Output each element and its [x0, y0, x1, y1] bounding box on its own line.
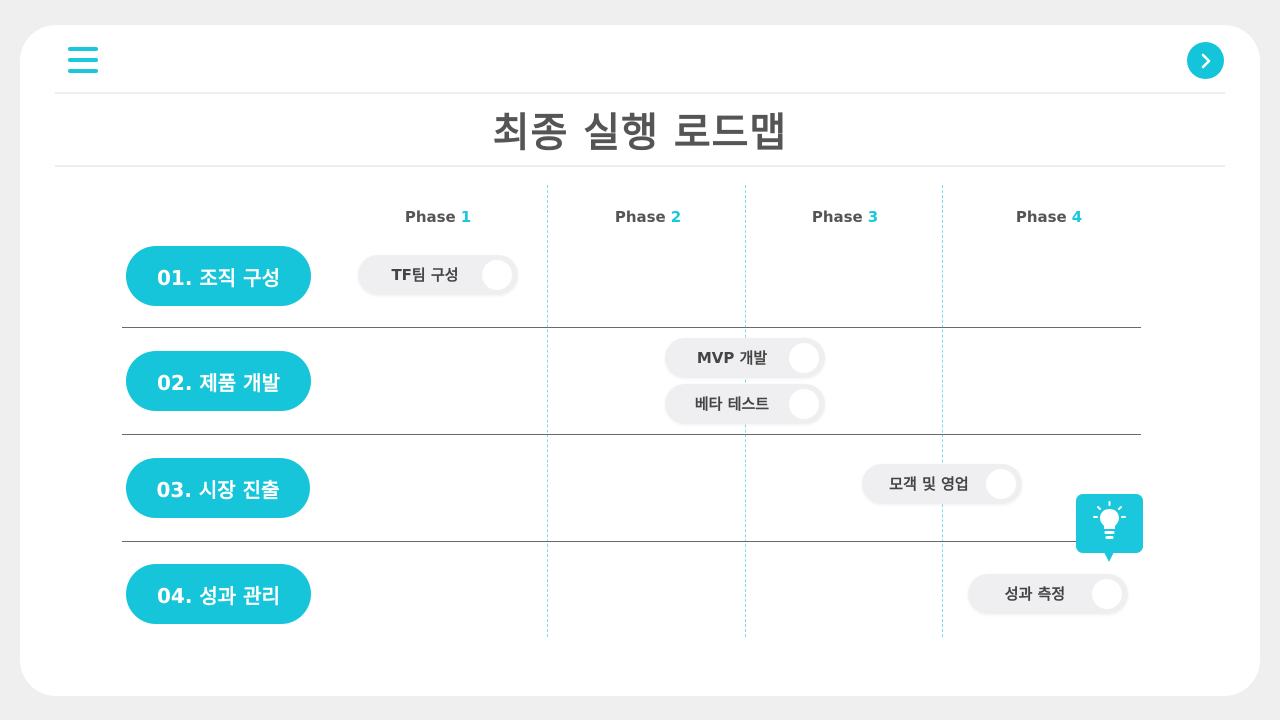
lightbulb-icon — [1093, 501, 1126, 539]
task-label: TF팀 구성 — [391, 266, 459, 284]
row-divider — [122, 541, 1141, 542]
toggle-knob — [482, 260, 512, 290]
phase-divider — [547, 185, 548, 637]
task-mvp-development[interactable]: MVP 개발 — [665, 338, 825, 378]
task-label: MVP 개발 — [696, 349, 768, 367]
task-label: 모객 및 영업 — [889, 475, 969, 493]
row-divider — [122, 434, 1141, 435]
chevron-right-icon — [1201, 53, 1210, 68]
task-tf-team[interactable]: TF팀 구성 — [358, 255, 518, 295]
task-beta-test[interactable]: 베타 테스트 — [665, 384, 825, 424]
phase-divider — [942, 185, 943, 637]
category-market-entry: 03. 시장 진출 — [126, 458, 310, 518]
page-title: 최종 실행 로드맵 — [492, 110, 788, 156]
title-top-divider — [55, 92, 1225, 94]
toggle-knob — [789, 343, 819, 373]
title-bottom-divider — [55, 165, 1225, 167]
task-sales[interactable]: 모객 및 영업 — [862, 464, 1022, 504]
category-product-development: 02. 제품 개발 — [126, 351, 311, 411]
task-performance-measurement[interactable]: 성과 측정 — [968, 574, 1128, 614]
next-slide-button[interactable] — [1187, 42, 1224, 79]
task-label: 베타 테스트 — [694, 395, 770, 413]
toggle-knob — [986, 469, 1016, 499]
lightbulb-callout — [1076, 494, 1143, 562]
toggle-knob — [789, 389, 819, 419]
hamburger-menu-icon[interactable] — [68, 47, 98, 73]
toggle-knob — [1092, 579, 1122, 609]
task-label: 성과 측정 — [1004, 585, 1066, 603]
category-organization: 01. 조직 구성 — [126, 246, 311, 306]
category-performance-management: 04. 성과 관리 — [126, 564, 311, 624]
callout-tail — [1103, 550, 1115, 562]
row-divider — [122, 327, 1141, 328]
